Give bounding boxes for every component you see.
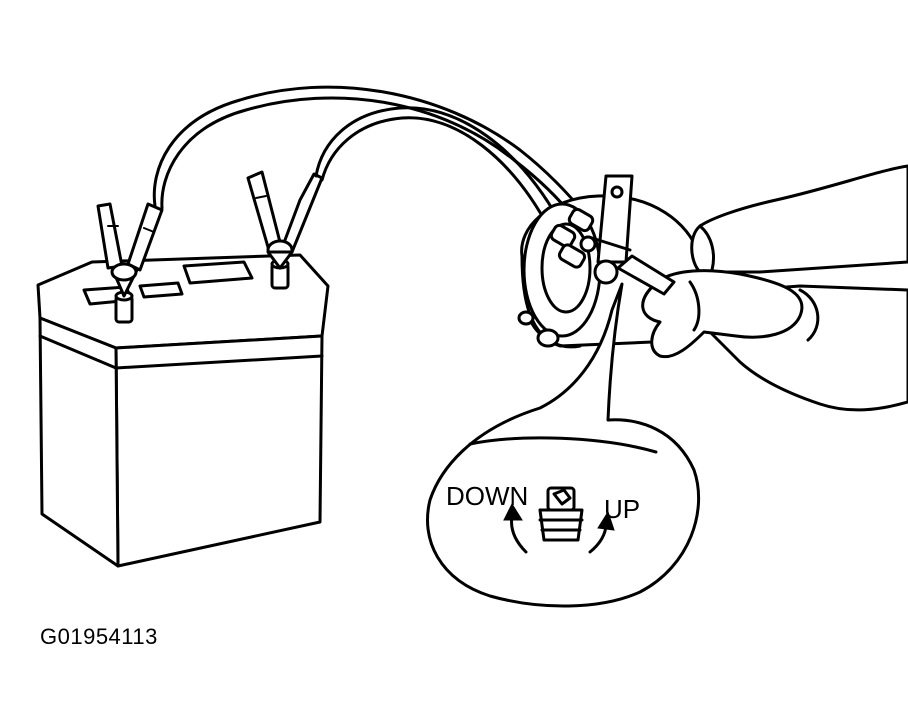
motor-connector [549,207,597,269]
adjuster-tool [616,254,676,296]
hand-and-arm [616,164,908,412]
test-leads [152,85,584,232]
adjuster-screw [538,486,584,542]
battery-cap-right [182,260,254,285]
clip-left-terminal [96,202,164,298]
detail-callout: DOWN UP [426,282,701,608]
up-label: UP [604,494,640,524]
figure-code: G01954113 [40,624,158,649]
battery-front [114,334,324,568]
clip-right-terminal [246,170,324,270]
battery [36,253,330,568]
callout-bubble [426,282,701,608]
battery-side [38,316,120,568]
hand [641,269,804,359]
battery-cap-mid [138,281,184,299]
battery-lid-line [114,354,324,370]
down-label: DOWN [446,481,528,511]
motor-mount-boss [536,328,560,348]
